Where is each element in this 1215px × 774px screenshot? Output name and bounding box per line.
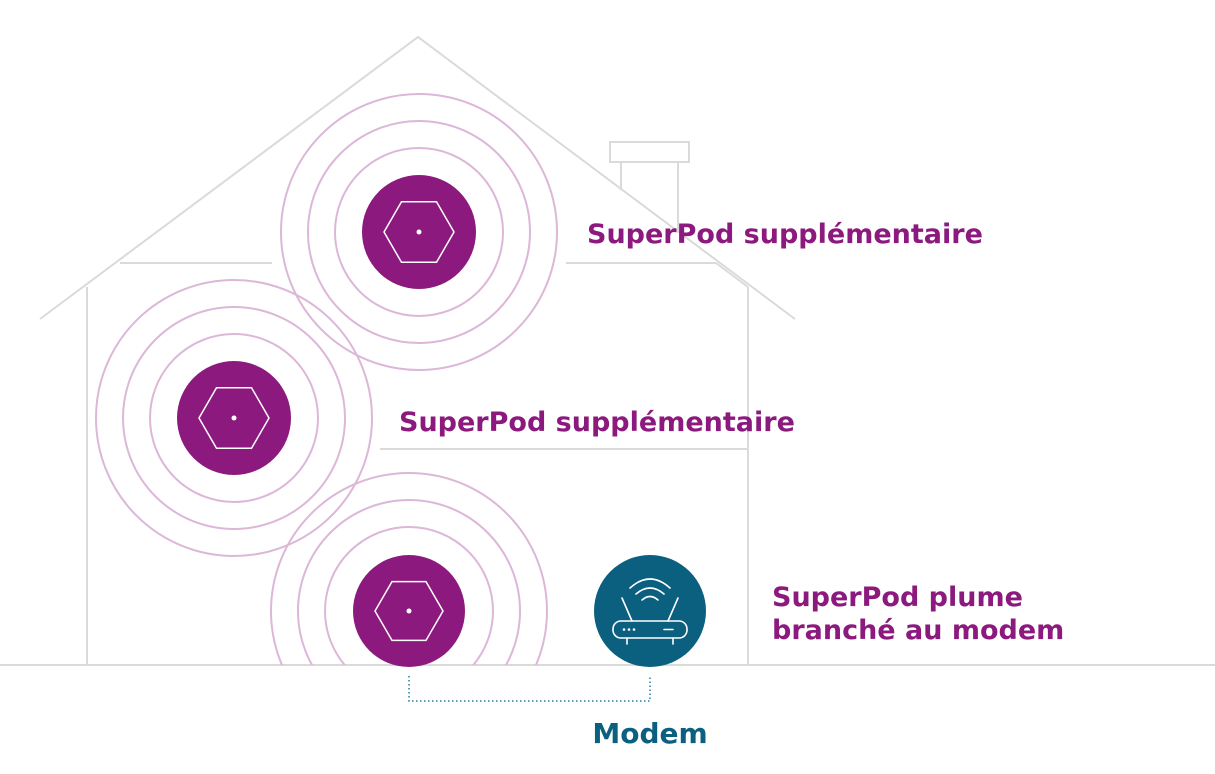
- pod-led-icon: [416, 229, 422, 235]
- middle-pod-ring-1: [149, 333, 319, 503]
- pod-led-icon: [231, 415, 237, 421]
- modem-bracket: [408, 676, 651, 702]
- superpod-bottom: [353, 555, 465, 667]
- modem-label: Modem: [592, 717, 707, 750]
- bottom-pod-ring-1: [324, 526, 494, 665]
- top-pod-ring-3: [280, 93, 558, 371]
- superpod-middle: [177, 361, 291, 475]
- pod-bottom-label-line2: branché au modem: [772, 615, 1064, 646]
- router-dots: [622, 628, 636, 631]
- house-outline: [0, 35, 1215, 666]
- antenna-right: [667, 597, 679, 622]
- pod-top-label: SuperPod supplémentaire: [587, 219, 983, 250]
- modem-device: [594, 555, 706, 667]
- router-body: [612, 620, 688, 639]
- pod-led-icon: [406, 608, 412, 614]
- modem-disc: [594, 555, 706, 667]
- top-pod-ring-2: [307, 120, 531, 344]
- hexagon-icon: [383, 200, 455, 264]
- bottom-pod-ring-3: [270, 472, 548, 665]
- chimney-cap: [609, 141, 690, 163]
- wifi-arc-inner: [641, 595, 659, 601]
- pod-middle-label: SuperPod supplémentaire: [399, 407, 795, 438]
- wifi-arc-outer: [629, 578, 671, 589]
- router-wifi-icon: [612, 578, 688, 645]
- signal-rings: [95, 93, 558, 665]
- hexagon-icon: [198, 386, 270, 450]
- middle-pod-ring-2: [122, 306, 346, 530]
- antenna-left: [621, 597, 633, 622]
- roof-line: [39, 35, 796, 320]
- top-pod-ring-1: [334, 147, 504, 317]
- upper-floor-bend: [715, 262, 749, 288]
- pod-bottom-label-line1: SuperPod plume: [772, 582, 1023, 613]
- wifi-arc-middle: [635, 587, 665, 595]
- bottom-pod-ring-2: [297, 499, 521, 665]
- superpod-top: [362, 175, 476, 289]
- middle-pod-ring-3: [95, 279, 373, 557]
- hexagon-icon: [374, 580, 444, 642]
